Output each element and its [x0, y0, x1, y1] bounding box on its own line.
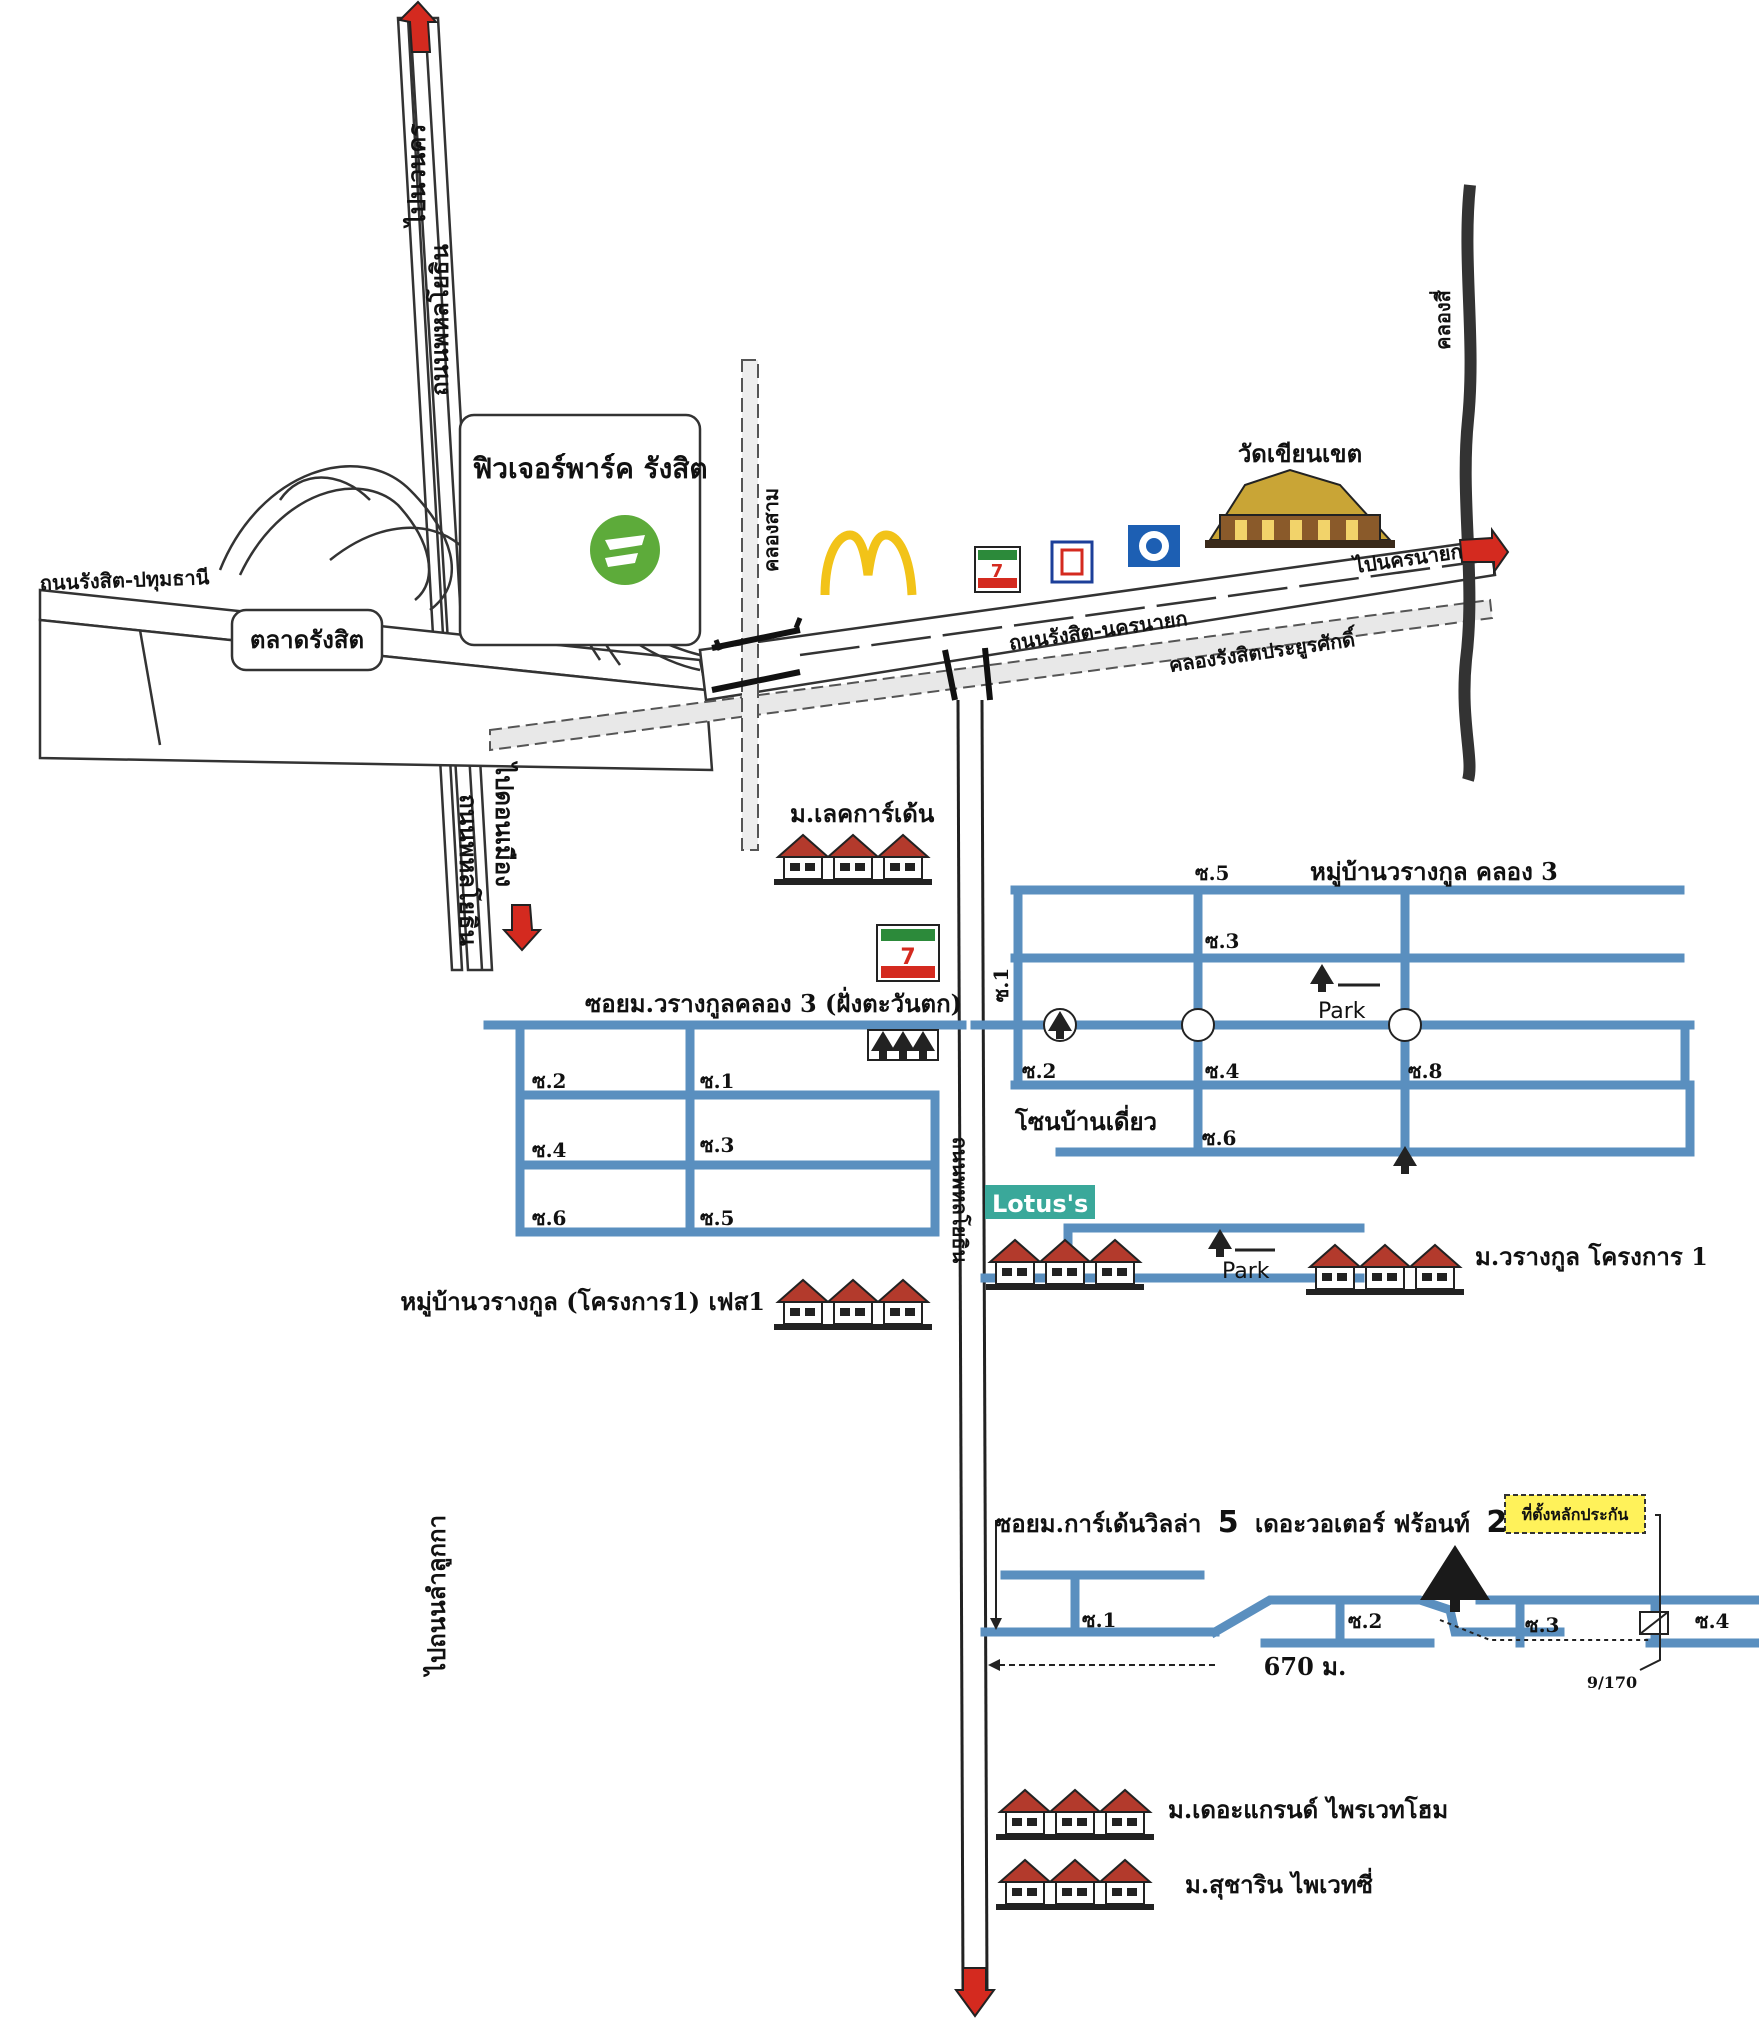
tree-icon-park-k3 — [1310, 964, 1334, 992]
label-to-don-mueang: ไปดอนเมือง — [490, 760, 519, 887]
label-k3-s2: ซ.2 — [1022, 1059, 1056, 1083]
label-phahonyothin-bottom: ถนนพหลโยธิน — [454, 794, 483, 946]
label-varangkul-project1: ม.วรางกูล โครงการ 1 — [1475, 1242, 1708, 1272]
svg-text:7: 7 — [900, 945, 915, 970]
label-to-nawanakorn: ไปนวนคร — [402, 124, 431, 230]
label-to-lam-luk-ka: ไปถนนลำลูกกา — [422, 1515, 452, 1678]
khlong-sam-canal — [741, 359, 759, 851]
label-distance: 670 ม. — [1264, 1652, 1347, 1681]
varangkul-k3-grid — [970, 885, 1695, 1157]
label-grand-private-home: ม.เดอะแกรนด์ ไพรเวทโฮม — [1168, 1795, 1448, 1824]
garden-villa-pointers — [988, 1494, 1661, 1671]
label-house-no: 9/170 — [1587, 1673, 1637, 1692]
house-icon-lotus — [985, 1239, 1145, 1291]
label-sucharin-private: ม.สุชาริน ไพเวทซี่ — [1185, 1867, 1373, 1901]
label-lake-garden: ม.เลคการ์เด้น — [790, 799, 935, 828]
label-phahonyothin-vertical: ถนนพหลโยธิน — [948, 1137, 972, 1264]
temple-icon — [1205, 468, 1395, 548]
label-k3-s1: ซ.1 — [989, 968, 1013, 1002]
mcdonalds-logo — [820, 530, 917, 596]
label-w-s2: ซ.2 — [532, 1069, 566, 1093]
label-k3-s5: ซ.5 — [1195, 861, 1229, 885]
arrow-to-nawanakorn — [397, 0, 439, 53]
seven-eleven-icon-top: 7 — [974, 546, 1021, 593]
varangkul-project1-grid — [980, 1223, 1365, 1283]
khlong-si-canal — [1458, 184, 1477, 782]
house-icon-grand — [995, 1789, 1155, 1841]
lotus-logo — [985, 1185, 1095, 1219]
label-k3-s8: ซ.8 — [1408, 1059, 1442, 1083]
bridge-markers — [711, 617, 993, 701]
label-talad-rangsit: ตลาดรังสิต — [250, 625, 364, 654]
arrow-south — [954, 1967, 996, 2018]
label-collateral-location: ที่ตั้งหลักประกัน — [1522, 1502, 1629, 1524]
label-g-s2: ซ.2 — [1348, 1609, 1382, 1633]
label-zone-detached: โซนบ้านเดี่ยว — [1014, 1104, 1157, 1136]
label-soi-west: ซอยม.วรางกูลคลอง 3 (ฝั่งตะวันตก) — [585, 986, 962, 1019]
talad-rangsit-area — [230, 608, 384, 672]
label-phahonyothin-top: ถนนพหลโยธิน — [425, 244, 454, 396]
label-w-s6: ซ.6 — [532, 1206, 566, 1230]
label-lotus: Lotus's — [992, 1190, 1088, 1218]
future-park-logo — [590, 515, 660, 585]
label-park-k3: Park — [1318, 999, 1366, 1024]
rangsit-nakhonnayok-road — [489, 538, 1497, 752]
label-khlong-sam: คลองสาม — [759, 488, 783, 572]
arrow-to-don-mueang — [501, 904, 543, 952]
label-w-s1: ซ.1 — [700, 1069, 734, 1093]
label-future-park: ฟิวเจอร์พาร์ค รังสิต — [472, 452, 708, 485]
house-icon-sucharin — [995, 1859, 1155, 1911]
label-w-s4: ซ.4 — [532, 1138, 567, 1162]
label-park-p1: Park — [1222, 1259, 1270, 1284]
label-g-s3: ซ.3 — [1525, 1613, 1559, 1637]
label-k3-s4: ซ.4 — [1205, 1059, 1240, 1083]
label-w-s3: ซ.3 — [700, 1133, 734, 1157]
label-g-s1: ซ.1 — [1082, 1608, 1116, 1632]
label-varangkul-phase1: หมู่บ้านวรางกูล (โครงการ1) เฟส1 — [400, 1287, 765, 1317]
tree-icons-west — [867, 1029, 939, 1061]
svg-text:7: 7 — [991, 561, 1004, 582]
label-wat: วัดเขียนเขต — [1238, 439, 1362, 468]
house-icon-phase1 — [773, 1279, 933, 1331]
bank-logo-1 — [1050, 540, 1094, 584]
arrow-to-nakhon-nayok — [1458, 526, 1510, 576]
house-icon-lake-garden — [773, 834, 933, 886]
label-village-k3: หมู่บ้านวรางกูล คลอง 3 — [1310, 857, 1558, 887]
seven-eleven-icon-lower: 7 — [876, 924, 940, 982]
label-g-s4: ซ.4 — [1695, 1609, 1730, 1633]
bank-logo-2 — [1128, 525, 1180, 567]
label-k3-s6: ซ.6 — [1202, 1126, 1236, 1150]
label-khlong-si: คลองสี่ — [1428, 289, 1455, 349]
label-soi-garden-villa: ซอยม.การ์เด้นวิลล่า 5 เดอะวอเตอร์ ฟร้อนท… — [995, 1505, 1507, 1540]
garden-villa-tree — [1420, 1545, 1490, 1612]
label-w-s5: ซ.5 — [700, 1206, 734, 1230]
house-icon-project1 — [1305, 1244, 1465, 1296]
future-park-area — [458, 413, 702, 647]
label-k3-s3: ซ.3 — [1205, 929, 1239, 953]
main-vertical-road — [956, 699, 989, 1991]
tree-icon-park-p1 — [1208, 1229, 1232, 1257]
varangkul-west-grid — [483, 1020, 967, 1237]
label-rangsit-pathum-road: ถนนรังสิต-ปทุมธานี — [39, 565, 210, 596]
